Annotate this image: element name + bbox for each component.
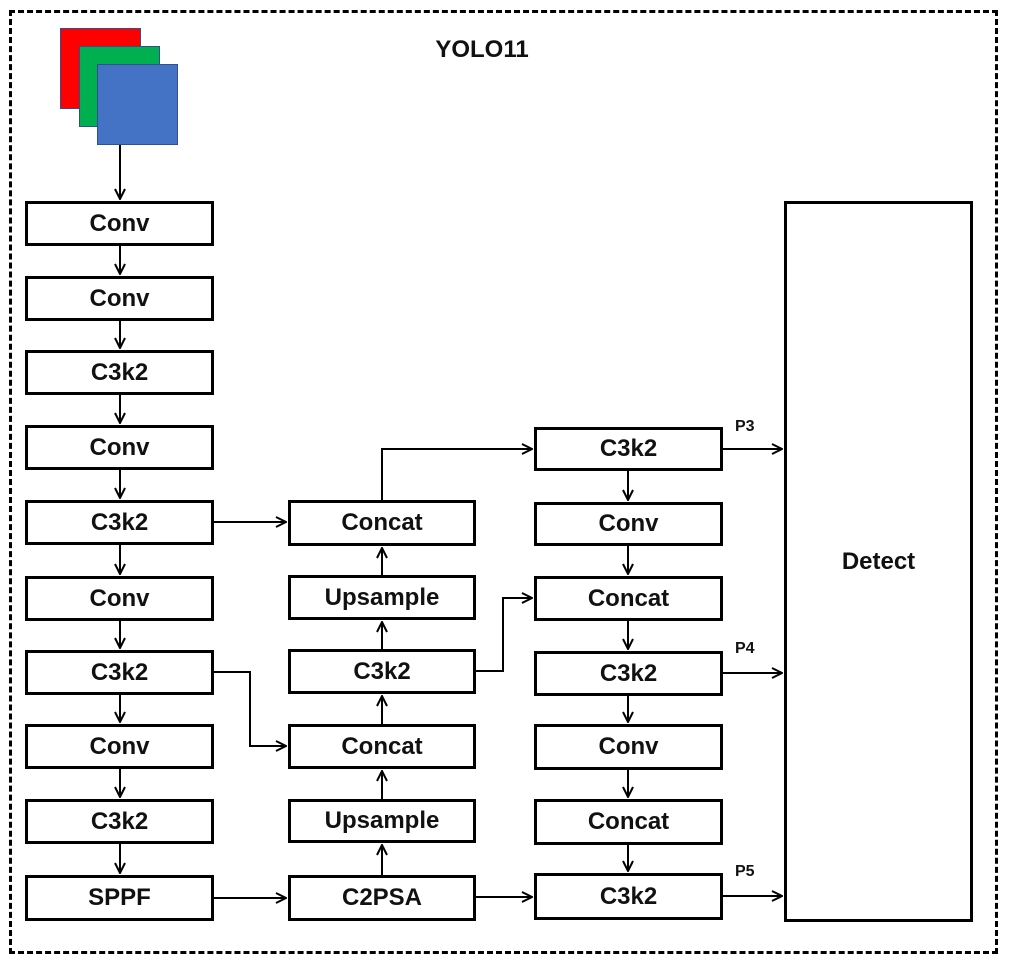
backbone-conv-3[interactable]: Conv bbox=[25, 425, 214, 470]
backbone-sppf-9[interactable]: SPPF bbox=[25, 875, 214, 921]
output-label-p3: P3 bbox=[735, 418, 755, 435]
pan-concat-2[interactable]: Concat bbox=[534, 576, 723, 621]
diagram-title: YOLO11 bbox=[435, 36, 529, 63]
edge-b6-to-concat3 bbox=[214, 671, 286, 746]
neck-c2psa-5[interactable]: C2PSA bbox=[288, 875, 476, 921]
pan-conv-4[interactable]: Conv bbox=[534, 724, 723, 770]
backbone-conv-1[interactable]: Conv bbox=[25, 276, 214, 321]
backbone-c3k2-2[interactable]: C3k2 bbox=[25, 350, 214, 395]
pan-c3k2-3[interactable]: C3k2 bbox=[534, 651, 723, 696]
edge-neck-c3k2-to-pan-concat bbox=[476, 598, 532, 672]
input-channel-blue bbox=[97, 64, 178, 145]
model-boundary-dashed bbox=[9, 10, 998, 954]
pan-c3k2-6[interactable]: C3k2 bbox=[534, 873, 723, 920]
neck-concat-3[interactable]: Concat bbox=[288, 724, 476, 769]
pan-conv-1[interactable]: Conv bbox=[534, 502, 723, 546]
pan-concat-5[interactable]: Concat bbox=[534, 799, 723, 845]
neck-concat-0[interactable]: Concat bbox=[288, 500, 476, 546]
backbone-conv-0[interactable]: Conv bbox=[25, 201, 214, 246]
pan-c3k2-0[interactable]: C3k2 bbox=[534, 427, 723, 471]
output-label-p5: P5 bbox=[735, 863, 755, 880]
backbone-conv-5[interactable]: Conv bbox=[25, 576, 214, 621]
neck-upsample-4[interactable]: Upsample bbox=[288, 799, 476, 843]
backbone-c3k2-8[interactable]: C3k2 bbox=[25, 799, 214, 844]
neck-upsample-1[interactable]: Upsample bbox=[288, 575, 476, 620]
detect-head[interactable]: Detect bbox=[784, 201, 973, 922]
backbone-c3k2-4[interactable]: C3k2 bbox=[25, 500, 214, 545]
backbone-c3k2-6[interactable]: C3k2 bbox=[25, 650, 214, 695]
neck-c3k2-2[interactable]: C3k2 bbox=[288, 649, 476, 694]
edge-concat0-to-pan-c3k2 bbox=[381, 449, 532, 500]
output-label-p4: P4 bbox=[735, 640, 755, 657]
backbone-conv-7[interactable]: Conv bbox=[25, 724, 214, 769]
